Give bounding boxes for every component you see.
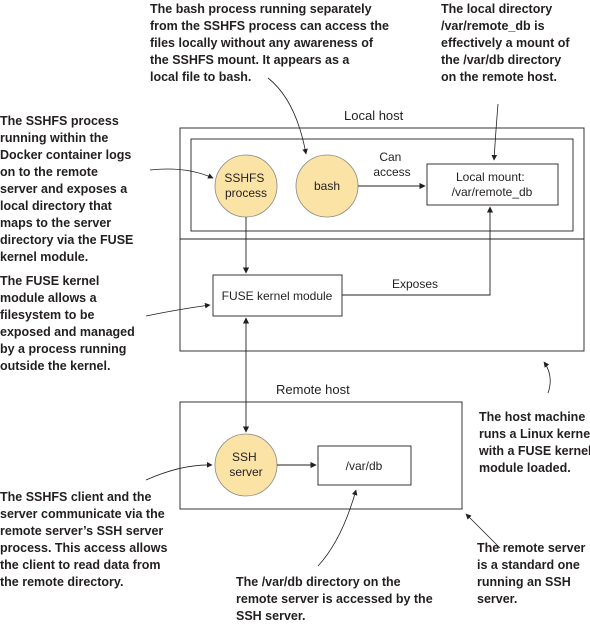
remote-host-frame [179, 401, 463, 510]
ssh-server-label: SSH server [229, 450, 262, 479]
fuse-module-box [212, 274, 343, 317]
local-dir-note-pointer [491, 103, 499, 161]
var-db-label: /var/db [346, 459, 383, 473]
local-host-label: Local host [344, 108, 404, 123]
local-host-frame [179, 127, 585, 352]
local-mount-box [426, 163, 559, 206]
bash-label: bash [314, 179, 340, 193]
can-access-label: Can access [373, 150, 410, 179]
vardb-note: The /var/db directory on the remote serv… [236, 575, 436, 623]
host-note-pointer [543, 361, 551, 394]
container-frame [190, 138, 574, 232]
fuse-note-pointer [145, 302, 211, 317]
sshfs-note: The SSHFS process running within the Doc… [0, 114, 137, 264]
fuse-module-label: FUSE kernel module [222, 289, 333, 303]
var-db-box [317, 445, 412, 486]
fuse-note: The FUSE kernel module allows a filesyst… [0, 274, 138, 373]
exposes-arrow [342, 206, 494, 296]
remote-host-label: Remote host [276, 382, 350, 397]
client-note: The SSHFS client and the server communic… [0, 490, 171, 589]
client-note-pointer [145, 462, 213, 481]
local-dir-note: The local directory /var/remote_db is ef… [441, 2, 573, 84]
bash-note-pointer [267, 77, 308, 155]
host-note: The host machine runs a Linux kernel wit… [478, 410, 590, 475]
vardb-note-pointer [317, 489, 358, 567]
sshfs-note-pointer [149, 168, 214, 179]
local-mount-label: Local mount: /var/remote_db [452, 170, 533, 199]
bash-note: The bash process running separately from… [150, 2, 392, 84]
exposes-label: Exposes [392, 277, 438, 291]
sshfs-process-label: SSHFS process [224, 171, 267, 200]
remote-note-pointer [465, 513, 501, 549]
remote-note: The remote server is a standard one runn… [477, 541, 589, 606]
